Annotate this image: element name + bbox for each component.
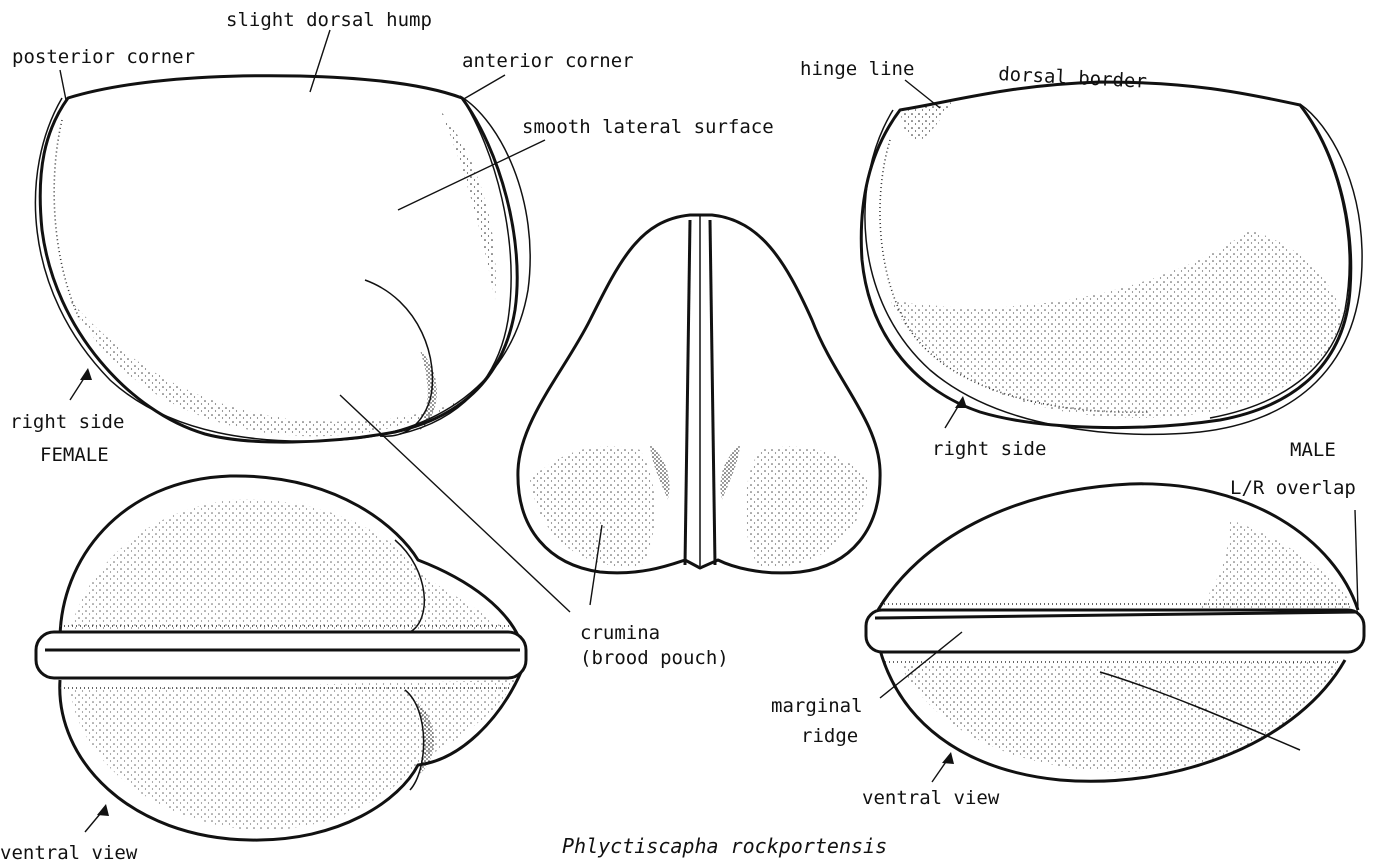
dorsal-dense-right bbox=[721, 445, 740, 500]
label-smooth-lateral-surface: smooth lateral surface bbox=[522, 116, 774, 138]
dorsal-view bbox=[518, 215, 880, 573]
female-stipple-ventral bbox=[70, 300, 470, 436]
female-right-side-view bbox=[35, 76, 530, 442]
male-ventral-view bbox=[866, 484, 1364, 782]
male-right-side-view bbox=[861, 82, 1362, 434]
female-marginal-ridge bbox=[36, 632, 526, 678]
label-marginal: marginal bbox=[771, 695, 863, 717]
label-right-side-female: right side bbox=[10, 411, 124, 433]
label-male: MALE bbox=[1290, 439, 1336, 461]
arrow-head-ventral-male bbox=[942, 752, 954, 764]
label-ventral-view-male: ventral view bbox=[862, 787, 1000, 809]
figure-caption: Phlyctiscapha rockportensis bbox=[562, 834, 887, 858]
arrow-head-ventral-female bbox=[97, 804, 109, 816]
leader-lr-overlap bbox=[1355, 510, 1358, 610]
female-shell-outline bbox=[40, 76, 517, 442]
leader-dorsal-hump bbox=[310, 30, 330, 92]
label-right-side-male: right side bbox=[932, 438, 1046, 460]
label-slight-dorsal-hump: slight dorsal hump bbox=[226, 9, 432, 31]
label-female: FEMALE bbox=[40, 444, 109, 466]
female-brood-bulge bbox=[365, 280, 432, 436]
label-anterior-corner: anterior corner bbox=[462, 50, 634, 72]
female-ventral-view bbox=[36, 476, 526, 840]
dorsal-hinge-left bbox=[685, 220, 690, 565]
leader-anterior-corner bbox=[462, 75, 505, 100]
label-brood-pouch: (brood pouch) bbox=[580, 647, 729, 669]
female-ventral-stipple-top bbox=[70, 500, 515, 640]
label-crumina: crumina bbox=[580, 622, 660, 644]
arrow-head-female bbox=[80, 368, 92, 380]
label-ridge: ridge bbox=[801, 725, 858, 747]
dorsal-hinge-right bbox=[710, 220, 715, 565]
leader-hinge-line bbox=[905, 80, 940, 108]
label-lr-overlap: L/R overlap bbox=[1230, 477, 1356, 499]
label-ventral-view-female: ventral view bbox=[0, 842, 138, 862]
leader-posterior-corner bbox=[60, 70, 66, 100]
label-posterior-corner: posterior corner bbox=[12, 46, 195, 68]
label-hinge-line: hinge line bbox=[800, 58, 914, 80]
